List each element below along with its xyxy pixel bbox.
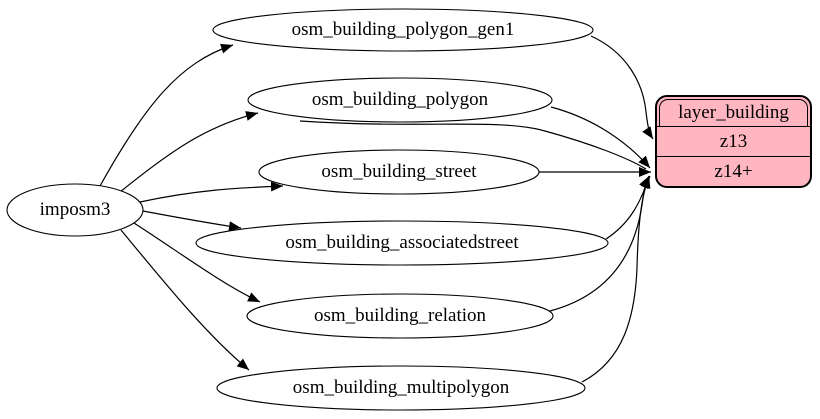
layer-building-row-z14: z14+ [657, 156, 810, 186]
edge-imposm3-to-osm_building_associatedstreet [142, 210, 242, 232]
node-osm_building_polygon [247, 77, 553, 123]
node-osm_building_associatedstreet [195, 220, 609, 266]
layer-building-title: layer_building [678, 102, 789, 123]
node-osm_building_relation [246, 293, 554, 339]
label-osm_building_multipolygon: osm_building_multipolygon [292, 377, 510, 398]
node-osm_building_polygon_gen1 [212, 8, 594, 52]
node-osm_building_multipolygon [216, 365, 586, 411]
edge-imposm3-to-osm_building_polygon_gen1 [99, 43, 234, 187]
label-osm_building_street: osm_building_street [321, 161, 477, 182]
layer-building-title-row: layer_building [657, 97, 810, 126]
label-osm_building_associatedstreet: osm_building_associatedstreet [285, 232, 519, 253]
label-osm_building_relation: osm_building_relation [313, 305, 487, 326]
edge-imposm3-to-osm_building_polygon [119, 111, 259, 193]
layer-building-row-z13: z13 [657, 126, 810, 156]
layer-building-title-box: layer_building [659, 99, 808, 126]
label-imposm3: imposm3 [39, 199, 111, 220]
node-imposm3 [6, 183, 144, 237]
edge-osm_building_associatedstreet-to-layer_building-z14 [605, 175, 651, 240]
edge-imposm3-to-osm_building_street [139, 181, 284, 203]
edge-imposm3-to-osm_building_relation [133, 222, 261, 303]
edge-osm_building_multipolygon-to-layer_building-z14 [581, 175, 651, 383]
label-osm_building_polygon_gen1: osm_building_polygon_gen1 [291, 19, 515, 40]
edge-imposm3-to-osm_building_multipolygon [120, 229, 250, 371]
edge-osm_building_polygon_gen1-to-layer_building-z13 [590, 35, 654, 140]
label-osm_building_polygon: osm_building_polygon [311, 89, 489, 110]
node-layer_building: layer_building z13 z14+ [655, 95, 812, 188]
edge-osm_building_polygon-to-layer_building-z14-strand2 [299, 120, 647, 170]
edge-osm_building_polygon-to-layer_building-z14 [550, 106, 651, 169]
node-osm_building_street [258, 149, 540, 195]
